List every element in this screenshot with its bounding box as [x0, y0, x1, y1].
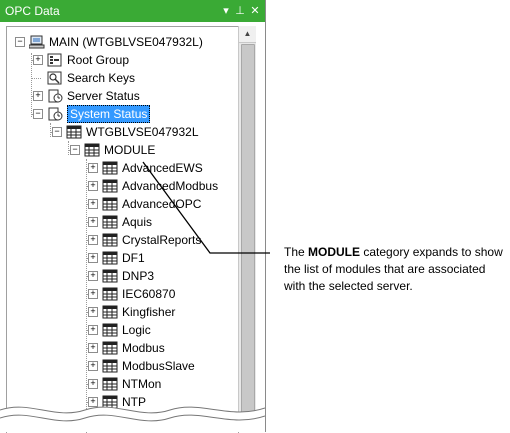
close-icon[interactable]: ✕	[250, 5, 260, 17]
tree-label-module-item: Modbus	[122, 341, 165, 355]
table-icon	[102, 305, 118, 319]
tree-label-system-status: System Status	[67, 105, 151, 123]
search-keys-icon	[47, 71, 62, 85]
tree-label-module-item: Logic	[122, 323, 151, 337]
table-icon	[102, 179, 118, 193]
tree-label-module-item: AdvancedModbus	[122, 179, 219, 193]
table-icon	[102, 395, 118, 409]
expand-icon[interactable]: +	[88, 253, 98, 263]
tree-label-search-keys: Search Keys	[67, 71, 136, 85]
table-icon	[84, 143, 100, 157]
tree-label-module-item: IEC60870	[122, 287, 176, 301]
expand-icon[interactable]: +	[88, 235, 98, 245]
pin-icon[interactable]: ⊥	[235, 5, 245, 17]
computer-icon	[29, 35, 45, 49]
dropdown-icon[interactable]: ▾	[223, 5, 229, 17]
table-icon	[102, 359, 118, 373]
expand-icon[interactable]: +	[88, 181, 98, 191]
tree-label-module: MODULE	[104, 143, 156, 157]
opc-data-panel: OPC Data ▾ ⊥ ✕ − MAIN (WTGBLVSE047932L)	[0, 0, 266, 433]
table-icon	[102, 269, 118, 283]
expand-icon[interactable]: +	[88, 325, 98, 335]
expand-icon[interactable]: +	[88, 199, 98, 209]
collapse-icon[interactable]: −	[52, 127, 62, 137]
table-icon	[102, 323, 118, 337]
expand-icon[interactable]: +	[88, 307, 98, 317]
table-icon	[102, 197, 118, 211]
tree-label-module-item: ModbusSlave	[122, 359, 195, 373]
expand-icon[interactable]: +	[88, 379, 98, 389]
tree-label-module-item: NTP	[122, 395, 146, 409]
tree-label-module-item: DNP3	[122, 269, 155, 283]
collapse-icon[interactable]: −	[70, 145, 80, 155]
tree-label-module-item: DF1	[122, 251, 145, 265]
callout-keyword: MODULE	[308, 245, 361, 259]
expand-icon[interactable]: +	[88, 289, 98, 299]
tree-label-module-item: Aquis	[122, 215, 153, 229]
tree-scrollbar[interactable]: ▲	[238, 26, 256, 432]
table-icon	[102, 161, 118, 175]
tree-label-module-item: AdvancedEWS	[122, 161, 203, 175]
collapse-icon[interactable]: −	[33, 109, 43, 119]
expand-icon[interactable]: +	[33, 55, 43, 65]
group-icon	[47, 53, 62, 67]
callout-pre: The	[284, 245, 309, 259]
panel-title-bar: OPC Data ▾ ⊥ ✕	[0, 0, 265, 22]
tree-label-server: WTGBLVSE047932L	[86, 125, 199, 139]
scroll-up-icon[interactable]: ▲	[239, 26, 256, 43]
table-icon	[102, 251, 118, 265]
opc-tree: − MAIN (WTGBLVSE047932L) + Root Group	[6, 26, 239, 433]
tree-label-main: MAIN (WTGBLVSE047932L)	[49, 35, 203, 49]
status-icon	[48, 89, 63, 103]
callout-post: category expands to show the list of mod…	[284, 245, 503, 293]
tree-label-module-item: NTMon	[122, 377, 162, 391]
expand-icon[interactable]: +	[88, 343, 98, 353]
expand-icon[interactable]: +	[88, 163, 98, 173]
expand-icon[interactable]: +	[33, 91, 43, 101]
tree-label-module-item: Kingfisher	[122, 305, 176, 319]
collapse-icon[interactable]: −	[15, 37, 25, 47]
scroll-thumb[interactable]	[241, 44, 255, 426]
table-icon	[66, 125, 82, 139]
expand-icon[interactable]: +	[88, 397, 98, 407]
expand-icon[interactable]: +	[88, 361, 98, 371]
panel-title: OPC Data	[5, 4, 60, 18]
tree-label-module-item: AdvancedOPC	[122, 197, 202, 211]
table-icon	[102, 215, 118, 229]
torn-edge	[0, 406, 265, 432]
tree-label-module-item: CrystalReports	[122, 233, 202, 247]
tree-label-server-status: Server Status	[67, 89, 140, 103]
table-icon	[102, 341, 118, 355]
table-icon	[102, 287, 118, 301]
table-icon	[102, 377, 118, 391]
table-icon	[102, 233, 118, 247]
expand-icon[interactable]: +	[88, 271, 98, 281]
status-icon	[48, 107, 63, 121]
expand-icon[interactable]: +	[88, 217, 98, 227]
callout-text: The MODULE category expands to show the …	[284, 244, 506, 295]
tree-label-root-group: Root Group	[67, 53, 130, 67]
